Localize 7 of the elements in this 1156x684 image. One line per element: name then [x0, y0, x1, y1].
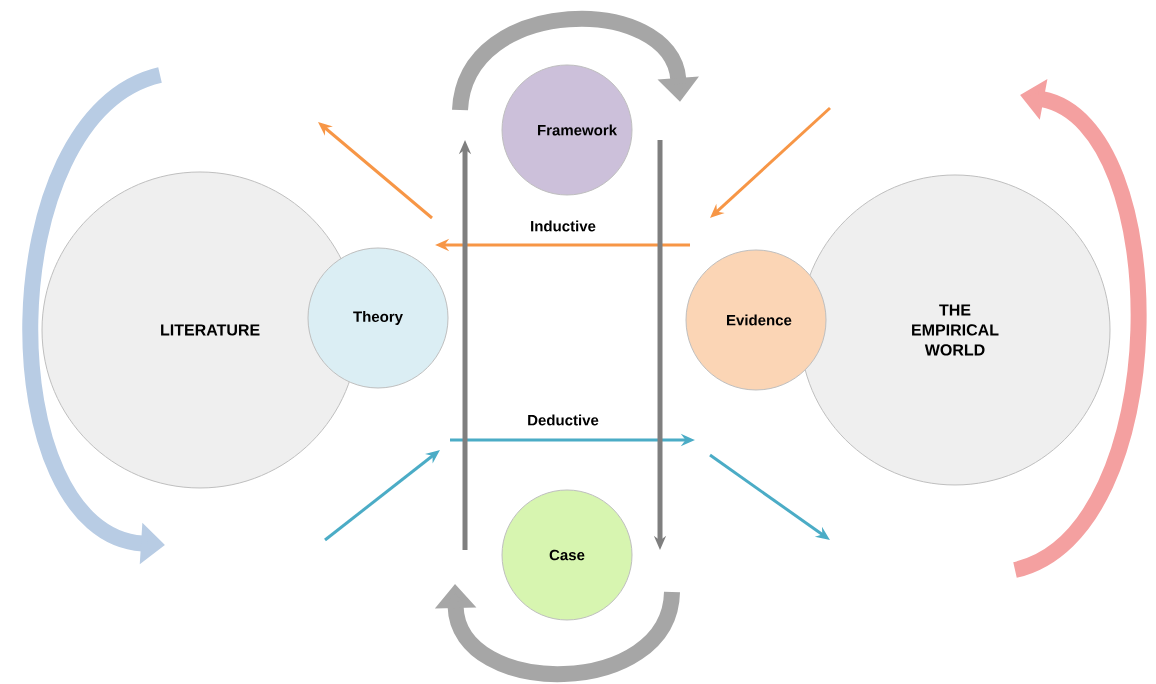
circle-node: Evidence: [685, 249, 827, 391]
circle-node: Theory: [307, 247, 449, 389]
circle-node: THE EMPIRICAL WORLD: [799, 174, 1111, 486]
arrow-label: Inductive: [531, 220, 596, 232]
arrow-label: Deductive: [528, 414, 599, 426]
circle-node: Framework: [501, 64, 633, 196]
circle-node: Case: [501, 489, 633, 621]
